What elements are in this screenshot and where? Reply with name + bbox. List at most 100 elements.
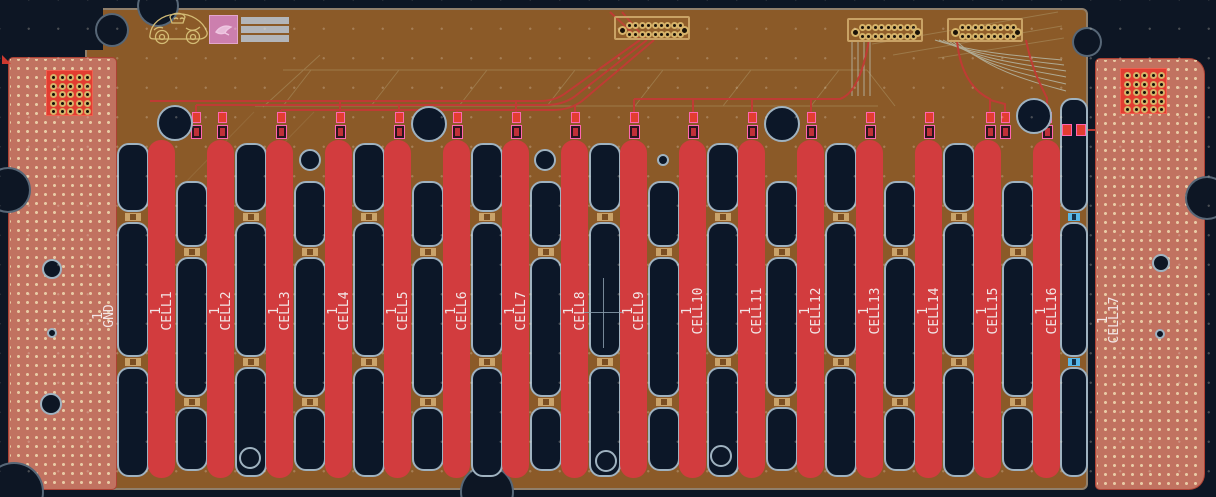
sense-pad-bottom[interactable] <box>999 125 1011 139</box>
top-center-header[interactable] <box>614 16 690 40</box>
balance-resistor[interactable] <box>773 248 790 256</box>
balance-resistor[interactable] <box>242 213 259 221</box>
cell-strip-CELL9[interactable] <box>620 140 647 478</box>
cartoon-car-silkscreen-icon[interactable] <box>146 8 212 48</box>
cell-strip-CELL12[interactable] <box>797 140 824 478</box>
edge-sense-pad[interactable] <box>1062 124 1072 136</box>
cell-strip-CELL7[interactable] <box>502 140 529 478</box>
balance-resistor[interactable] <box>655 248 672 256</box>
balance-resistor[interactable] <box>537 248 554 256</box>
sense-pad-bottom[interactable] <box>216 125 228 139</box>
sense-pad-top[interactable] <box>217 112 227 123</box>
balance-resistor[interactable] <box>124 358 141 366</box>
sense-pad-top[interactable] <box>747 112 757 123</box>
balance-resistor[interactable] <box>124 213 141 221</box>
sense-pad-top[interactable] <box>276 112 286 123</box>
cell-strip-CELL11[interactable] <box>738 140 765 478</box>
cell-strip-CELL13[interactable] <box>856 140 883 478</box>
cell-strip-CELL15[interactable] <box>974 140 1001 478</box>
power-pad-zone[interactable] <box>1120 68 1167 114</box>
balance-resistor[interactable] <box>596 213 613 221</box>
cell-strip-CELL14[interactable] <box>915 140 942 478</box>
balance-resistor[interactable] <box>301 398 318 406</box>
balance-resistor[interactable] <box>301 248 318 256</box>
balance-resistor[interactable] <box>360 213 377 221</box>
sense-pad-bottom[interactable] <box>393 125 405 139</box>
cell-strip-CELL2[interactable] <box>207 140 234 478</box>
sense-pad-bottom[interactable] <box>190 125 202 139</box>
sense-pad-bottom[interactable] <box>510 125 522 139</box>
balance-resistor[interactable] <box>714 358 731 366</box>
balance-resistor[interactable] <box>950 358 967 366</box>
cell-strip-CELL6[interactable] <box>443 140 470 478</box>
balance-resistor[interactable] <box>1009 248 1026 256</box>
cell-strip-CELL10[interactable] <box>679 140 706 478</box>
balance-resistor[interactable] <box>950 213 967 221</box>
power-pad-zone[interactable] <box>46 70 93 116</box>
balance-resistor[interactable] <box>419 398 436 406</box>
balance-resistor[interactable] <box>478 358 495 366</box>
balance-resistor[interactable] <box>891 248 908 256</box>
balance-resistor[interactable] <box>419 248 436 256</box>
blue-smd-component[interactable] <box>1068 358 1080 366</box>
balance-resistor[interactable] <box>655 398 672 406</box>
balance-resistor[interactable] <box>714 213 731 221</box>
sense-pad-bottom[interactable] <box>569 125 581 139</box>
cell-strip-CELL4[interactable] <box>325 140 352 478</box>
sense-pad-top[interactable] <box>985 112 995 123</box>
left-rail-panel[interactable] <box>8 57 117 490</box>
sense-pad-top[interactable] <box>511 112 521 123</box>
sense-pad-top[interactable] <box>570 112 580 123</box>
sense-pad-bottom[interactable] <box>805 125 817 139</box>
blue-smd-component[interactable] <box>1068 213 1080 221</box>
sense-pad-top[interactable] <box>1000 112 1010 123</box>
sense-pad-top[interactable] <box>394 112 404 123</box>
cell-strip-CELL1[interactable] <box>148 140 175 478</box>
sense-pad-bottom[interactable] <box>746 125 758 139</box>
sense-pad-top[interactable] <box>924 112 934 123</box>
balance-resistor[interactable] <box>478 213 495 221</box>
right-rail-panel[interactable] <box>1095 58 1205 490</box>
balance-resistor[interactable] <box>832 213 849 221</box>
cell-strip-CELL3[interactable] <box>266 140 293 478</box>
top-right-header-1[interactable] <box>847 18 923 42</box>
balance-resistor[interactable] <box>596 358 613 366</box>
balance-resistor[interactable] <box>773 398 790 406</box>
balance-resistor[interactable] <box>891 398 908 406</box>
sense-pad-top[interactable] <box>335 112 345 123</box>
sense-pad-top[interactable] <box>688 112 698 123</box>
sense-pad-bottom[interactable] <box>687 125 699 139</box>
balance-resistor[interactable] <box>183 248 200 256</box>
sense-pad-bottom[interactable] <box>275 125 287 139</box>
cell-strip-CELL16[interactable] <box>1033 140 1060 478</box>
sense-pad-bottom[interactable] <box>864 125 876 139</box>
sense-pad-bottom[interactable] <box>451 125 463 139</box>
logo-badge[interactable] <box>209 15 238 44</box>
cell-strip-CELL5[interactable] <box>384 140 411 478</box>
cell-strip-CELL8[interactable] <box>561 140 588 478</box>
balance-resistor[interactable] <box>242 358 259 366</box>
sense-pad-top[interactable] <box>865 112 875 123</box>
sense-pad-bottom[interactable] <box>334 125 346 139</box>
sense-pad-top[interactable] <box>806 112 816 123</box>
balance-resistor[interactable] <box>183 398 200 406</box>
sense-pad-top[interactable] <box>452 112 462 123</box>
sense-pad-bottom[interactable] <box>628 125 640 139</box>
sense-pad-bottom[interactable] <box>923 125 935 139</box>
